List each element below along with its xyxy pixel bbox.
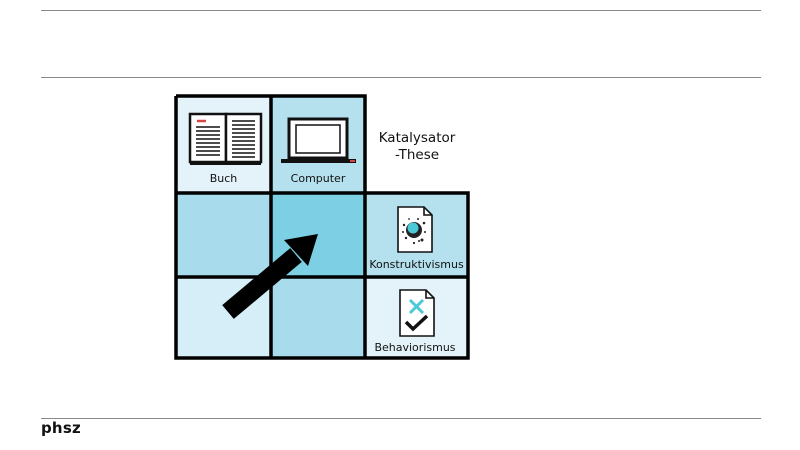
document-check-icon	[399, 289, 435, 337]
open-book-icon	[188, 112, 263, 165]
catalyst-label-line1: Katalysator	[378, 130, 456, 146]
footer-divider	[41, 418, 761, 419]
cell-label-behaviorism: Behaviorismus	[374, 341, 456, 354]
header-divider	[41, 77, 761, 78]
cell-label-book: Buch	[209, 172, 238, 185]
catalyst-label-line2: -These	[394, 147, 440, 163]
catalyst-thesis-label: Katalysator -These	[371, 130, 463, 164]
grid-lines	[174, 94, 470, 360]
laptop-icon	[281, 117, 356, 163]
cell-bottom-center	[271, 277, 365, 358]
cell-center-left	[176, 193, 271, 277]
diagonal-arrow-icon	[222, 234, 318, 319]
document-splash-icon	[397, 206, 433, 253]
cell-label-computer: Computer	[290, 172, 346, 185]
cell-label-constructivism: Konstruktivismus	[369, 258, 464, 271]
brand-logo: phsz	[41, 419, 81, 437]
top-divider	[41, 10, 761, 11]
